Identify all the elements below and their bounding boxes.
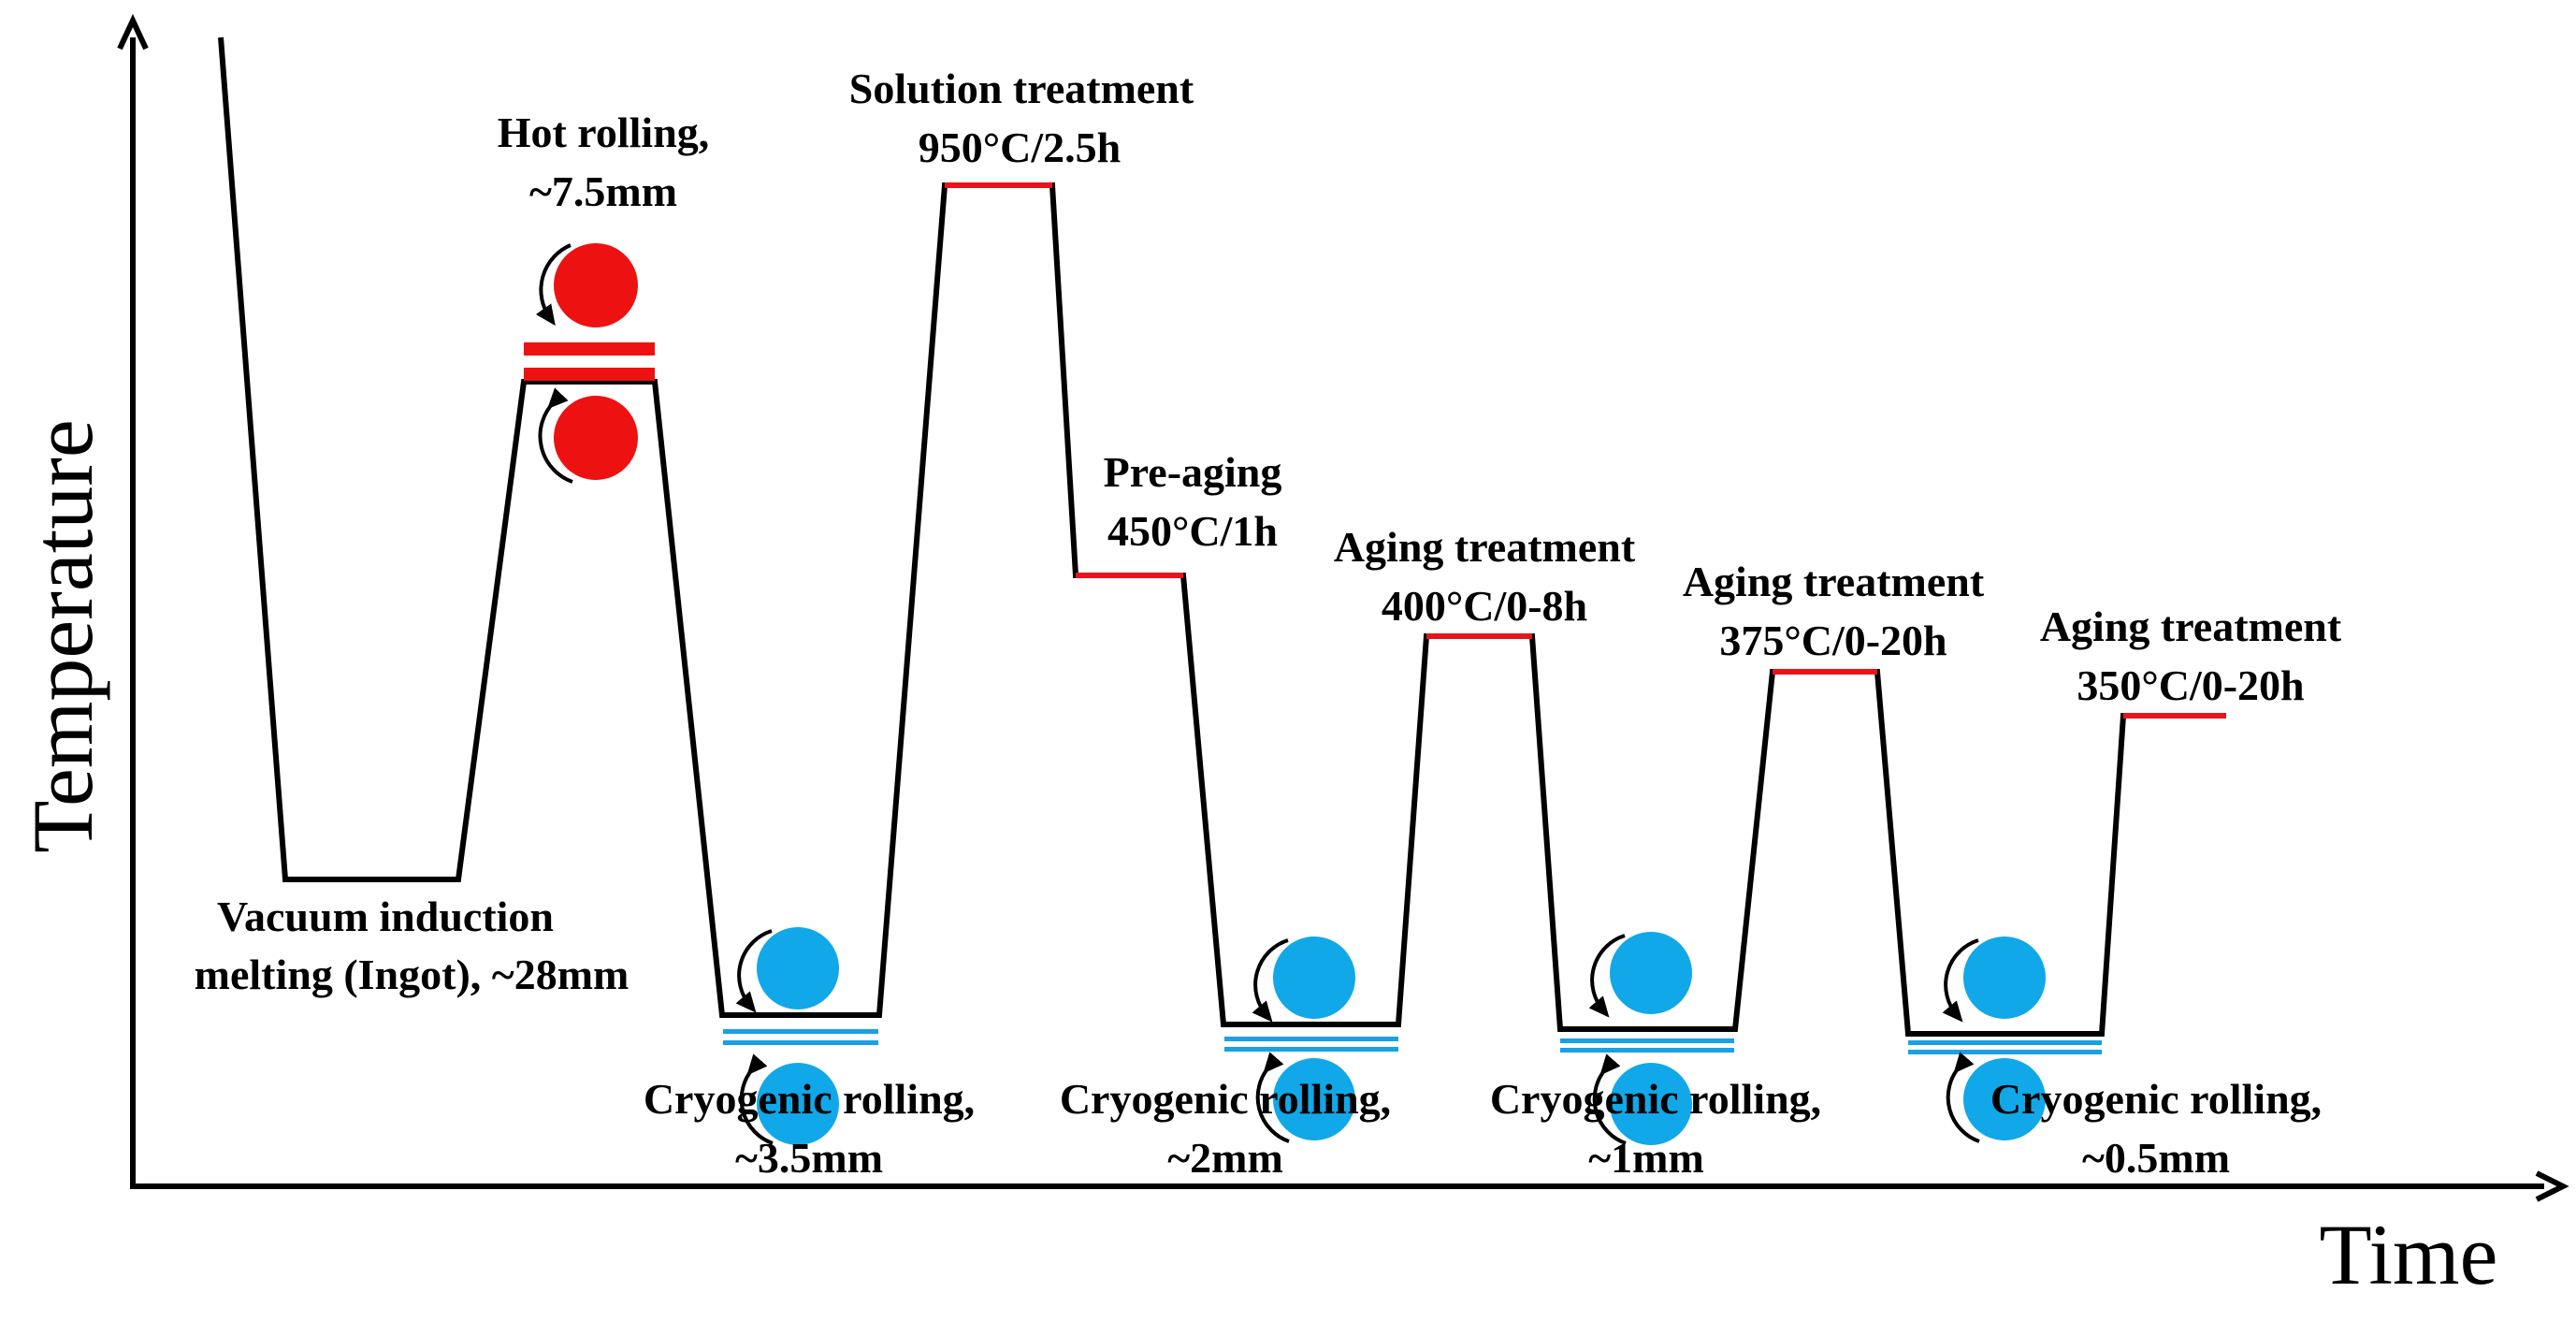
hot-rolled-sheet-top — [524, 342, 655, 356]
label-cryo1-1: Cryogenic rolling, — [644, 1075, 975, 1123]
label-vacuum-melting-2: melting (Ingot), ~28mm — [195, 951, 630, 998]
label-cryo2-2: ~2mm — [1167, 1134, 1283, 1182]
cryo-sheet-top — [1224, 1037, 1398, 1041]
hot-roller-bottom — [554, 396, 638, 480]
y-axis-arrowhead — [117, 13, 149, 51]
label-cryo3-1: Cryogenic rolling, — [1490, 1075, 1821, 1123]
label-preaging-1: Pre-aging — [1104, 448, 1282, 496]
cryo-sheet-top — [1560, 1038, 1734, 1043]
cryo-roller-top — [1610, 932, 1692, 1014]
rotation-arrow-icon — [1252, 938, 1289, 1023]
rotation-arrow-icon — [1946, 1052, 1980, 1143]
label-cryo4-2: ~0.5mm — [2082, 1134, 2230, 1182]
rotation-arrow-icon — [735, 929, 773, 1013]
label-aging1-2: 400°C/0-8h — [1382, 582, 1587, 630]
label-hot-rolling-1: Hot rolling, — [498, 109, 710, 156]
rotation-arrow-icon — [535, 243, 572, 327]
cryo-roller-bottom — [757, 1063, 839, 1145]
cryo-roller-top — [757, 927, 839, 1009]
y-axis-title: Temperature — [15, 419, 110, 853]
hot-roller-top — [554, 243, 638, 327]
hot-rolled-sheet-bottom — [524, 368, 655, 381]
hot-rolling-graphic — [524, 243, 655, 484]
cryo-roller-bottom — [1963, 1058, 2046, 1140]
label-aging2-1: Aging treatment — [1683, 558, 1985, 605]
cryo-rolling-graphic-1 — [723, 927, 878, 1145]
rotation-arrow-icon — [538, 387, 573, 484]
rotation-arrow-icon — [1255, 1052, 1290, 1143]
x-axis-title: Time — [2320, 1207, 2498, 1302]
rotation-arrow-icon — [1592, 1053, 1627, 1145]
process-path — [218, 36, 2226, 1037]
cryo-rolling-graphic-4 — [1908, 937, 2102, 1143]
cryo-rolling-graphic-3 — [1560, 932, 1734, 1145]
label-solution-1: Solution treatment — [849, 65, 1194, 112]
cryo-sheet-top — [1908, 1040, 2102, 1045]
label-vacuum-melting-1: Vacuum induction — [217, 893, 554, 940]
label-preaging-2: 450°C/1h — [1107, 507, 1278, 555]
cryo-rolling-graphic-2 — [1224, 937, 1398, 1143]
x-axis-arrowhead — [2535, 1170, 2569, 1202]
cryo-sheet-bottom — [1908, 1050, 2102, 1054]
rotation-arrow-icon — [1942, 938, 1979, 1023]
label-cryo1-2: ~3.5mm — [735, 1134, 883, 1182]
cryo-roller-top — [1273, 937, 1355, 1019]
label-solution-2: 950°C/2.5h — [919, 123, 1121, 171]
label-hot-rolling-2: ~7.5mm — [529, 167, 677, 215]
label-aging3-1: Aging treatment — [2040, 603, 2342, 650]
cryo-roller-bottom — [1273, 1058, 1355, 1140]
label-cryo2-1: Cryogenic rolling, — [1060, 1075, 1391, 1123]
cryo-sheet-bottom — [723, 1040, 878, 1045]
label-aging3-2: 350°C/0-20h — [2077, 661, 2304, 709]
cryo-sheet-bottom — [1560, 1048, 1734, 1053]
label-cryo4-1: Cryogenic rolling, — [1990, 1075, 2322, 1123]
rotation-arrow-icon — [1588, 934, 1626, 1018]
cryo-roller-top — [1963, 937, 2046, 1019]
cryo-roller-bottom — [1610, 1063, 1692, 1145]
cryo-sheet-top — [723, 1029, 878, 1034]
label-aging2-2: 375°C/0-20h — [1719, 617, 1946, 664]
label-aging1-1: Aging treatment — [1334, 523, 1636, 571]
rotation-arrow-icon — [739, 1053, 774, 1145]
cryo-sheet-bottom — [1224, 1047, 1398, 1052]
label-cryo3-2: ~1mm — [1588, 1134, 1704, 1182]
